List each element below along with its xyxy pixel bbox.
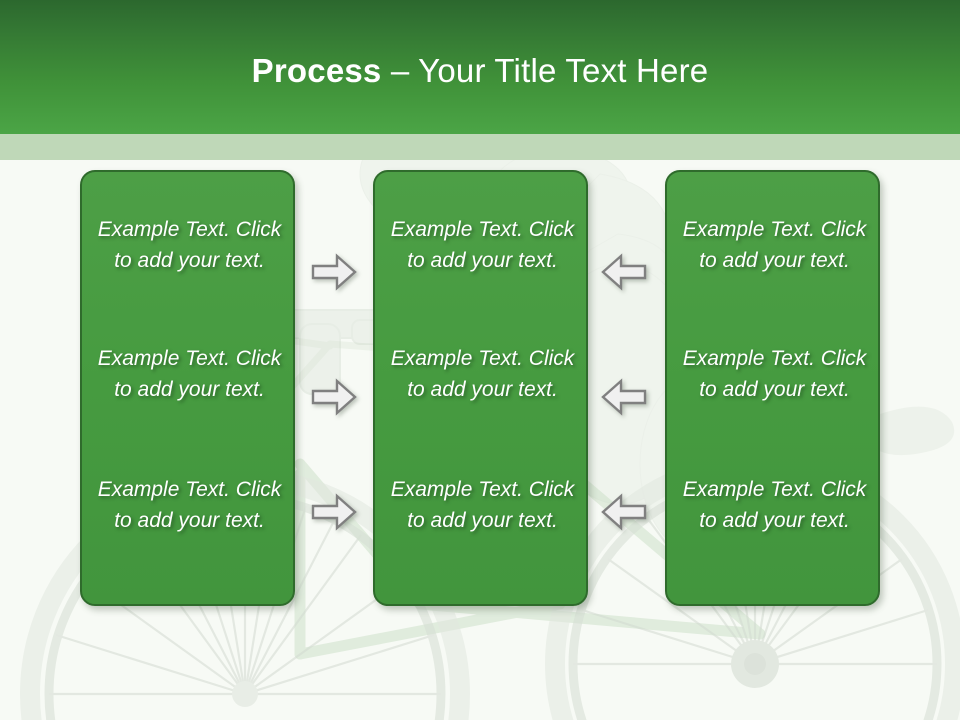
process-text-item[interactable]: Example Text. Click to add your text. [390,218,575,272]
process-column-2[interactable]: Example Text. Click to add your text. Ex… [373,170,588,606]
process-column-3-content: Example Text. Click to add your text. Ex… [667,172,878,604]
process-column-1[interactable]: Example Text. Click to add your text. Ex… [80,170,295,606]
process-text-item[interactable]: Example Text. Click to add your text. [97,218,282,272]
process-text-item[interactable]: Example Text. Click to add your text. [682,478,867,532]
process-text-item[interactable]: Example Text. Click to add your text. [97,347,282,401]
arrow-left-icon[interactable] [601,493,647,531]
process-column-2-content: Example Text. Click to add your text. Ex… [375,172,586,604]
arrow-right-icon[interactable] [311,493,357,531]
process-text-item[interactable]: Example Text. Click to add your text. [97,478,282,532]
process-column-3[interactable]: Example Text. Click to add your text. Ex… [665,170,880,606]
arrow-left-icon[interactable] [601,378,647,416]
header-band: Process – Your Title Text Here [0,0,960,134]
page-title-regular: – Your Title Text Here [381,52,709,89]
arrow-left-icon[interactable] [601,253,647,291]
page-title-bold: Process [251,52,382,89]
process-text-item[interactable]: Example Text. Click to add your text. [390,478,575,532]
arrow-right-icon[interactable] [311,253,357,291]
arrow-right-icon[interactable] [311,378,357,416]
process-text-item[interactable]: Example Text. Click to add your text. [682,218,867,272]
process-text-item[interactable]: Example Text. Click to add your text. [390,347,575,401]
process-column-1-content: Example Text. Click to add your text. Ex… [82,172,293,604]
process-text-item[interactable]: Example Text. Click to add your text. [682,347,867,401]
page-title: Process – Your Title Text Here [0,52,960,90]
accent-band [0,134,960,160]
